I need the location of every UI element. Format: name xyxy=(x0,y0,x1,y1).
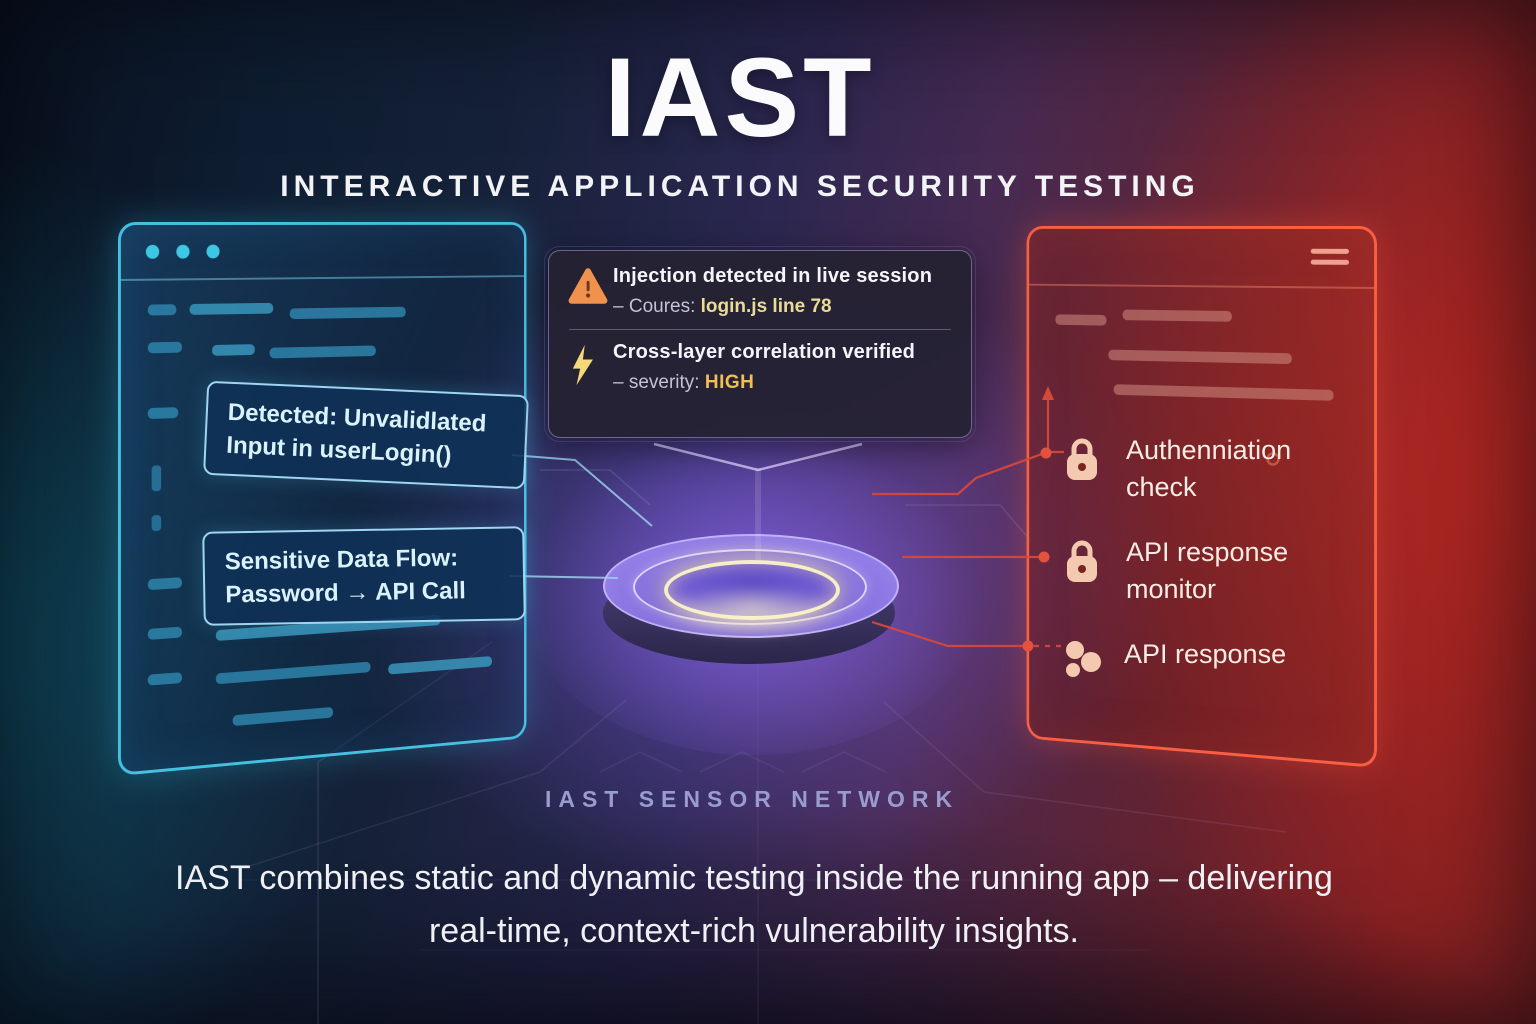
skeleton-bar xyxy=(269,345,376,359)
skeleton-bar xyxy=(232,706,334,727)
skeleton-bar xyxy=(189,302,274,315)
header: IAST INTERACTIVE APPLICATION SECURIITY T… xyxy=(0,42,1480,204)
skeleton-tick xyxy=(151,514,162,532)
right-item-line: check xyxy=(1126,472,1197,502)
right-item-api-response: API response xyxy=(1060,636,1286,692)
page-subtitle: INTERACTIVE APPLICATION SECURIITY TESTIN… xyxy=(280,170,1200,203)
left-window-titlebar xyxy=(120,224,525,281)
right-item-line: API response xyxy=(1126,537,1289,567)
skeleton-bar xyxy=(147,407,179,420)
alert-detail: – severity: HIGH xyxy=(613,372,755,393)
skeleton-tick xyxy=(151,465,162,492)
callout-detected-input: Detected: Unvalidlated Input in userLogi… xyxy=(203,380,529,490)
alert-title: Injection detected in live session xyxy=(613,265,933,287)
skeleton-bar xyxy=(147,626,183,640)
alert-detail-value: HIGH xyxy=(704,372,755,393)
page-title: IAST xyxy=(604,35,876,160)
skeleton-bar xyxy=(147,577,183,591)
right-item-line: API response xyxy=(1124,639,1287,669)
skeleton-bar xyxy=(388,656,492,675)
left-browser-window xyxy=(118,222,527,776)
alert-detail-value: login.js line 78 xyxy=(700,296,832,317)
callout-sensitive-data-flow: Sensitive Data Flow: Password → API Call xyxy=(202,526,526,626)
footer-line-2: real-time, context-rich vulnerability in… xyxy=(428,912,1080,950)
right-window-titlebar xyxy=(1029,228,1375,289)
alert-title: Cross-layer correlation verified xyxy=(613,341,916,363)
right-item-line: monitor xyxy=(1126,574,1217,604)
hamburger-menu-icon xyxy=(1310,248,1349,271)
skeleton-bar xyxy=(147,672,183,686)
footer-line-1: IAST combines static and dynamic testing… xyxy=(175,859,1333,897)
divider xyxy=(569,329,951,330)
skeleton-bar xyxy=(1113,384,1334,401)
sensor-disc-flare xyxy=(662,584,842,636)
skeleton-bar xyxy=(289,306,406,320)
skeleton-bar xyxy=(1108,349,1292,365)
left-window-code-skeleton xyxy=(121,277,524,773)
lock-icon xyxy=(1062,534,1104,596)
alert-row-injection: Injection detected in live session – Cou… xyxy=(567,265,953,318)
window-dot-icon xyxy=(145,244,160,259)
lock-icon xyxy=(1062,432,1104,494)
callout-line: Password → API Call xyxy=(225,577,467,609)
skeleton-bar xyxy=(1122,309,1232,322)
footer-description: IAST combines static and dynamic testing… xyxy=(0,852,1508,958)
dots-cluster-icon xyxy=(1060,636,1102,692)
skeleton-bar xyxy=(147,341,183,354)
skeleton-bar xyxy=(215,661,371,685)
callout-line: Sensitive Data Flow: xyxy=(224,544,459,576)
skeleton-bar xyxy=(1055,314,1107,326)
alert-detail: – Coures: login.js line 78 xyxy=(613,296,832,317)
right-item-api-response-monitor: API response monitor xyxy=(1062,534,1288,608)
window-dot-icon xyxy=(206,244,220,259)
alert-box: Injection detected in live session – Cou… xyxy=(544,246,976,442)
alert-row-correlation: Cross-layer correlation verified – sever… xyxy=(567,341,953,394)
right-item-line: Authenniation xyxy=(1126,435,1292,465)
right-item-authentication-check: Authenniation check xyxy=(1062,432,1291,506)
sensor-network-label: IAST SENSOR NETWORK xyxy=(544,786,960,812)
skeleton-bar xyxy=(212,344,255,356)
skeleton-bar xyxy=(147,304,177,316)
window-dot-icon xyxy=(176,244,190,259)
warning-triangle-icon xyxy=(567,265,613,310)
lightning-icon xyxy=(567,341,613,392)
